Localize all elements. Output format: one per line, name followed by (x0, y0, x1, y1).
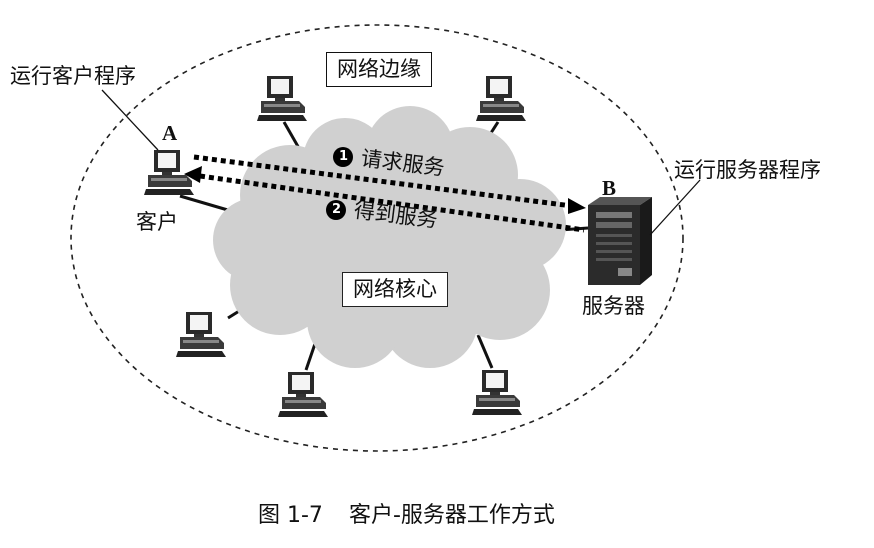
client-label: 客户 (136, 210, 178, 234)
server-program-callout-line (649, 179, 701, 236)
host-computer-top-left (257, 76, 307, 121)
host-computer-top-right (476, 76, 526, 121)
host-computer-bottom-mid (278, 372, 328, 417)
step-1-badge (333, 147, 353, 167)
server-program-label: 运行服务器程序 (674, 158, 821, 182)
network-edge-boundary (70, 24, 684, 452)
step-2-number: 2 (332, 202, 342, 217)
client-computer-a (144, 150, 194, 195)
server-tower (588, 197, 652, 285)
network-edge-label: 网络边缘 (326, 52, 432, 87)
step-2-badge (326, 200, 346, 220)
figure-title: 客户-服务器工作方式 (348, 503, 555, 528)
host-computer-bottom-left (176, 312, 226, 357)
client-program-label: 运行客户程序 (10, 64, 136, 88)
step-1-number: 1 (339, 149, 349, 164)
network-core-cloud (213, 106, 566, 368)
client-program-callout-line (101, 89, 159, 151)
network-core-label: 网络核心 (342, 272, 448, 307)
response-arrow (184, 166, 585, 233)
node-b-label: B (602, 176, 617, 200)
host-computer-bottom-right (472, 370, 522, 415)
server-label: 服务器 (582, 294, 645, 318)
request-arrow (193, 154, 586, 214)
figure-number: 图 1-7 (258, 503, 323, 528)
figure-caption: 图 1-7 客户-服务器工作方式 (258, 505, 555, 527)
node-a-label: A (162, 121, 178, 145)
